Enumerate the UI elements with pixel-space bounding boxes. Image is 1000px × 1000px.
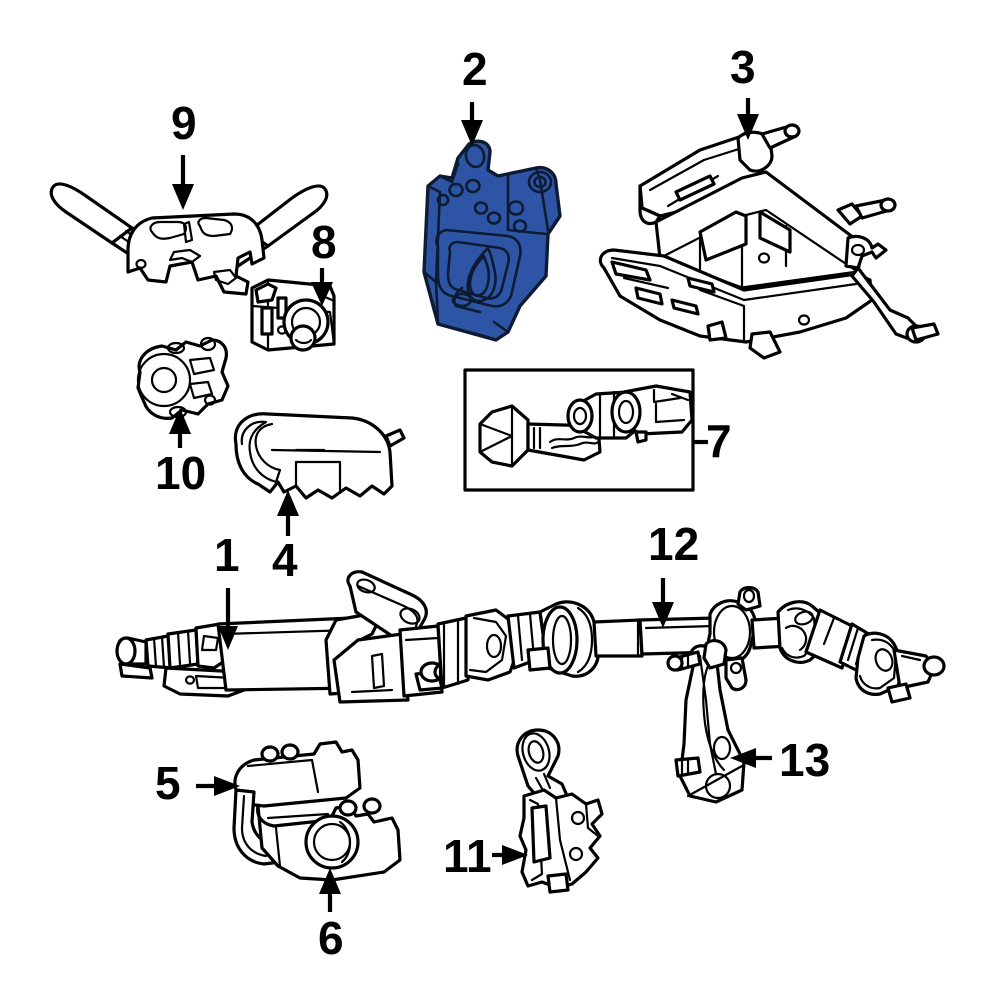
callout-label-12: 12 bbox=[648, 518, 700, 570]
callout-label-10: 10 bbox=[155, 447, 207, 499]
callout-label-8: 8 bbox=[311, 216, 337, 268]
arrow-4 bbox=[277, 490, 299, 536]
callout-label-1: 1 bbox=[214, 529, 240, 581]
callout-label-5: 5 bbox=[155, 757, 181, 809]
callout-label-7: 7 bbox=[706, 415, 732, 467]
part-10-lock-housing-bracket[interactable] bbox=[136, 336, 230, 420]
part-5-6-lower-column-shroud[interactable] bbox=[232, 740, 402, 882]
part-4-upper-column-shroud[interactable] bbox=[233, 412, 406, 500]
callout-label-9: 9 bbox=[171, 97, 197, 149]
arrow-13 bbox=[730, 748, 772, 768]
arrow-6 bbox=[319, 868, 341, 912]
callout-label-13: 13 bbox=[779, 734, 831, 786]
arrow-10 bbox=[169, 408, 191, 448]
part-9-combination-stalk-switch[interactable] bbox=[49, 182, 329, 296]
callout-label-2: 2 bbox=[462, 43, 488, 95]
arrow-5 bbox=[196, 776, 240, 796]
part-3-column-mounting-bracket-assembly[interactable] bbox=[598, 123, 940, 360]
arrow-9 bbox=[172, 155, 194, 210]
arrow-12 bbox=[652, 578, 674, 628]
arrow-8 bbox=[311, 268, 333, 306]
part-8-ignition-switch[interactable] bbox=[250, 278, 336, 352]
arrow-11 bbox=[492, 845, 528, 865]
arrow-3 bbox=[737, 98, 759, 140]
arrow-1 bbox=[218, 588, 238, 650]
part-7-lock-cylinder-with-key[interactable] bbox=[463, 368, 695, 492]
part-2-column-support-bracket[interactable] bbox=[422, 139, 562, 342]
part-11-column-lock-lever[interactable] bbox=[515, 728, 604, 894]
part-1-steering-column-assembly[interactable] bbox=[115, 570, 548, 704]
part-12-intermediate-shaft[interactable] bbox=[526, 585, 946, 704]
callout-label-11: 11 bbox=[443, 830, 492, 882]
callout-arrows bbox=[169, 98, 772, 912]
callout-label-4: 4 bbox=[272, 534, 298, 586]
callout-label-6: 6 bbox=[318, 912, 344, 964]
arrow-2 bbox=[461, 102, 483, 146]
callout-label-3: 3 bbox=[730, 41, 756, 93]
part-13-shaft-support-bracket[interactable] bbox=[666, 639, 746, 804]
